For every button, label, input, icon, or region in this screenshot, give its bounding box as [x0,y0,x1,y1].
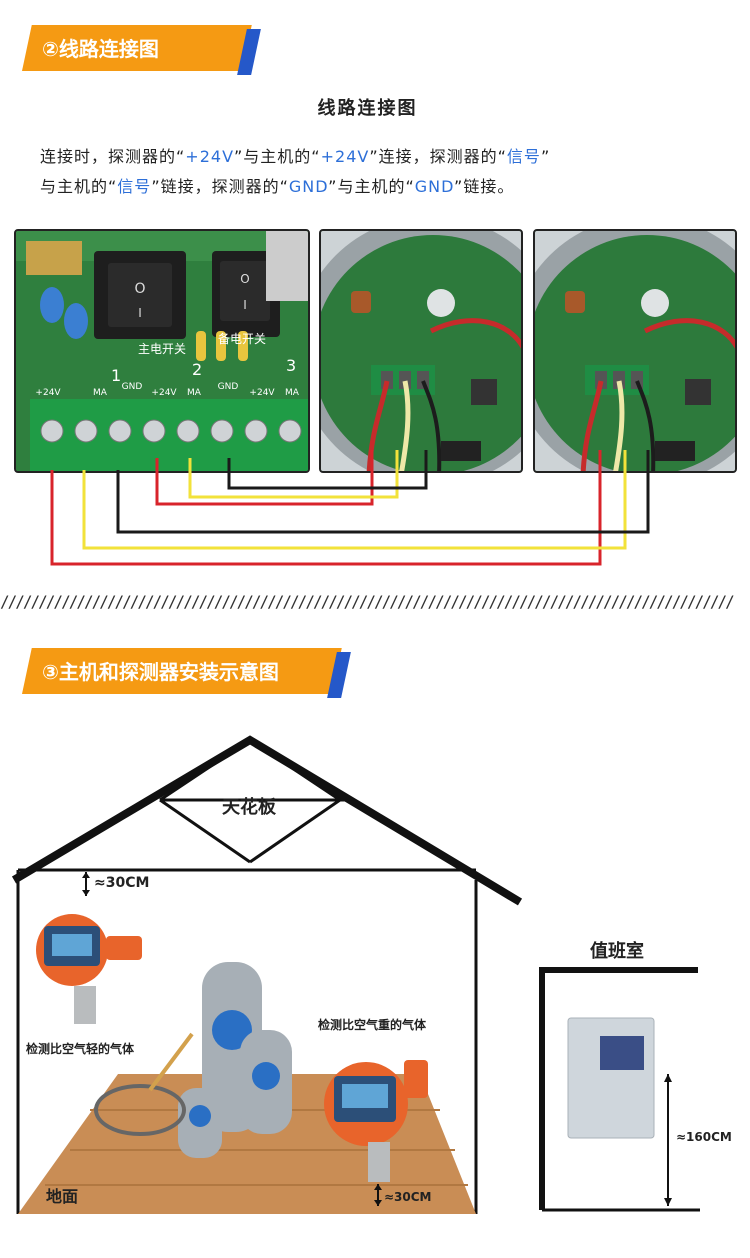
controller-board-photo: O I O I 主电开关 备电开关 1 2 3 +24V MA GND +24V MA G… [14,229,310,473]
gas-cylinders [94,962,292,1158]
divider-hatch: ////////////////////////////////////////… [0,592,735,611]
pin-label: +24V [151,388,177,398]
roof [11,735,523,906]
light-gas-label: 检测比空气轻的气体 [26,1042,135,1056]
wire-yellow-ch1 [82,450,627,550]
pin-label: GND [122,382,143,392]
wire-red-ch1 [50,450,602,566]
svg-text:O: O [134,281,145,297]
svg-text:1: 1 [111,366,121,385]
terminal-screw [210,419,234,443]
pin-label: +24V [249,388,275,398]
diagram-title: 线路连接图 [317,98,418,119]
detector-board-photo-1 [319,229,523,473]
wiring-description: 连接时，探测器的“+24V”与主机的“+24V”连接，探测器的“信号” 与主机的… [40,147,551,196]
svg-text:2: 2 [192,360,202,379]
heavy-gas-label: 检测比空气重的气体 [318,1018,427,1032]
pin-label: GND [218,382,239,392]
pin-label: +24V [35,388,61,398]
section-banner-label: ②线路连接图 [42,37,159,61]
pin-label: MA [93,388,108,398]
wire-black-ch1 [116,450,650,534]
backup-switch-label: 备电开关 [218,332,266,346]
svg-text:3: 3 [286,356,296,375]
main-switch-label: 主电开关 [138,342,186,356]
terminal-screw [40,419,64,443]
top-gap-label: ≈30CM [94,875,150,891]
section-banner-label: ③主机和探测器安装示意图 [42,660,279,684]
bottom-gap-label: ≈30CM [384,1190,432,1204]
wire-red-ch2 [155,450,374,506]
terminal-screw [176,419,200,443]
installation-diagram [11,735,700,1214]
section-banner-wiring: ②线路连接图 [22,25,261,75]
section-banner-installation: ③主机和探测器安装示意图 [22,648,351,698]
wire-yellow-ch2 [188,450,399,499]
terminal-screw [278,419,302,443]
pin-label: MA [285,388,300,398]
detector-wall-mounted [36,914,142,1024]
svg-text:O: O [240,272,249,286]
height-label: ≈160CM [676,1130,732,1144]
detector-floor-mounted [324,1060,428,1182]
detector-board-photo-2 [533,229,737,473]
terminal-screw [244,419,268,443]
pin-label: MA [187,388,202,398]
ceiling-label: 天花板 [222,797,276,818]
controller-host-cabinet [567,1017,655,1139]
duty-room-label: 值班室 [590,941,644,962]
terminal-screw [108,419,132,443]
wire-black-ch2 [227,450,428,490]
svg-text:I: I [243,298,247,312]
floor-label: 地面 [46,1187,79,1206]
terminal-screw [74,419,98,443]
wiring-lines [50,450,650,566]
svg-text:I: I [138,306,142,320]
terminal-screw [142,419,166,443]
